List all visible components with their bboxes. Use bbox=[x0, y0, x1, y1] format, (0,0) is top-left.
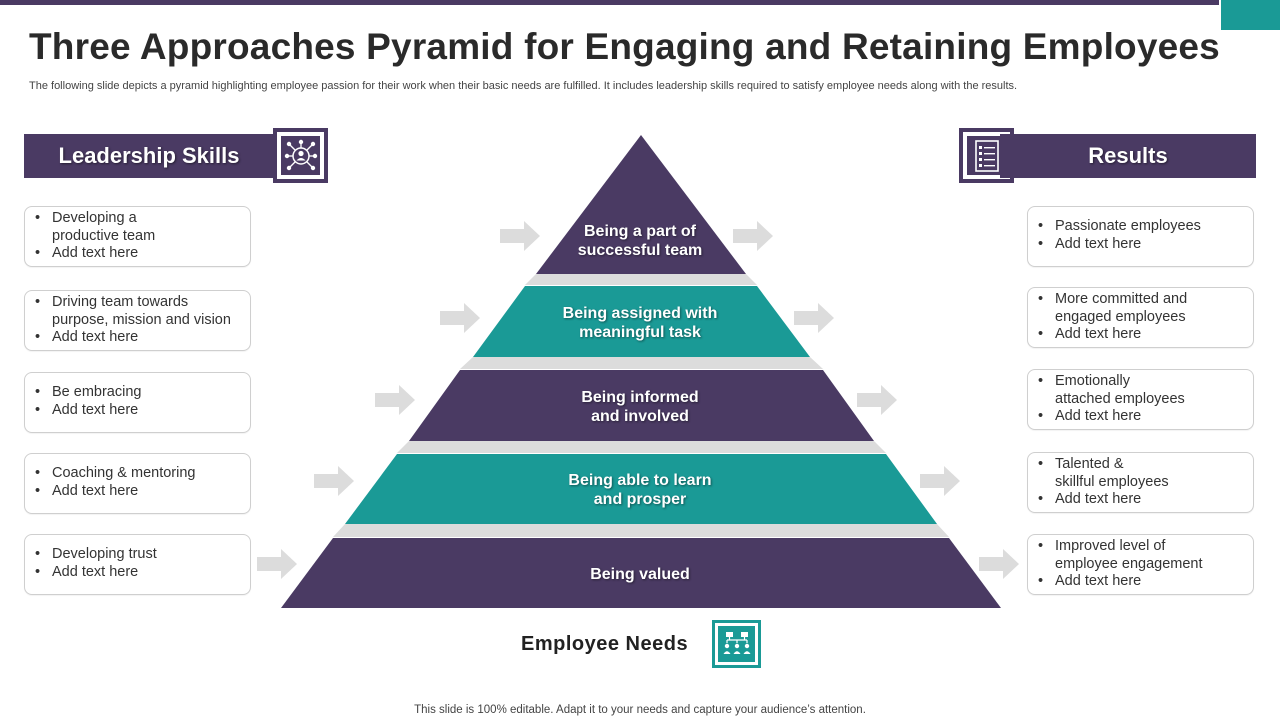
results-header: Results bbox=[1000, 134, 1256, 178]
arrow-right-icon bbox=[500, 221, 540, 251]
arrow-right-icon bbox=[733, 221, 773, 251]
result-item: Add text here bbox=[1036, 491, 1245, 509]
results-heading: Results bbox=[1088, 143, 1168, 168]
page-subtitle: The following slide depicts a pyramid hi… bbox=[29, 80, 1018, 92]
pyramid-level-2 bbox=[473, 286, 810, 357]
result-item: Add text here bbox=[1036, 326, 1245, 344]
pyramid-shadow bbox=[525, 274, 757, 285]
leadership-skills-header: Leadership Skills bbox=[24, 134, 274, 178]
pyramid-shadow bbox=[333, 524, 949, 537]
checklist-document-icon bbox=[974, 139, 999, 172]
pyramid-level-5 bbox=[281, 538, 1001, 608]
arrow-right-icon bbox=[257, 549, 297, 579]
employee-needs-label: Employee Needs bbox=[521, 633, 689, 655]
result-item: Talented &skillful employees bbox=[1036, 456, 1245, 491]
leadership-skill-item: Be embracing bbox=[33, 384, 242, 402]
page-title: Three Approaches Pyramid for Engaging an… bbox=[29, 26, 1220, 67]
leadership-skill-item: Add text here bbox=[33, 402, 242, 420]
leadership-skill-item: Add text here bbox=[33, 245, 242, 263]
arrow-right-icon bbox=[794, 303, 834, 333]
leadership-skill-box-5: Developing trust Add text here bbox=[24, 534, 251, 595]
pyramid-level-3 bbox=[409, 370, 874, 441]
arrow-right-icon bbox=[375, 385, 415, 415]
arrow-right-icon bbox=[440, 303, 480, 333]
leadership-skills-heading: Leadership Skills bbox=[58, 143, 240, 168]
corner-accent-block bbox=[1221, 0, 1280, 30]
network-person-icon bbox=[284, 139, 317, 170]
result-item: Passionate employees bbox=[1036, 218, 1245, 236]
pyramid-shadows bbox=[333, 274, 949, 537]
result-box-4: Talented &skillful employees Add text he… bbox=[1027, 452, 1254, 513]
leadership-skill-item: Add text here bbox=[33, 329, 242, 347]
arrow-right-icon bbox=[979, 549, 1019, 579]
result-box-1: Passionate employees Add text here bbox=[1027, 206, 1254, 267]
result-item: Add text here bbox=[1036, 236, 1245, 254]
arrow-right-icon bbox=[314, 466, 354, 496]
leadership-skill-box-3: Be embracing Add text here bbox=[24, 372, 251, 433]
leadership-skill-item: Coaching & mentoring bbox=[33, 465, 242, 483]
arrow-right-icon bbox=[857, 385, 897, 415]
leadership-skill-box-4: Coaching & mentoring Add text here bbox=[24, 453, 251, 514]
result-item: Add text here bbox=[1036, 408, 1245, 426]
pyramid-shadow bbox=[397, 441, 886, 453]
top-accent-bar bbox=[0, 0, 1219, 5]
pyramid-level-4 bbox=[345, 454, 937, 524]
leadership-icon-frame bbox=[273, 128, 328, 183]
footer-note: This slide is 100% editable. Adapt it to… bbox=[414, 704, 866, 716]
leadership-skill-item: Add text here bbox=[33, 564, 242, 582]
employee-needs-icon-frame bbox=[712, 620, 761, 668]
result-item: Add text here bbox=[1036, 573, 1245, 591]
leadership-skill-item: Developing trust bbox=[33, 546, 242, 564]
team-hierarchy-icon bbox=[723, 632, 750, 654]
pyramid-level-1 bbox=[536, 135, 746, 274]
pyramid-label-5: Being valued bbox=[590, 566, 690, 583]
leadership-skill-item: Add text here bbox=[33, 483, 242, 501]
arrow-right-icon bbox=[920, 466, 960, 496]
pyramid-shadow bbox=[460, 357, 823, 369]
